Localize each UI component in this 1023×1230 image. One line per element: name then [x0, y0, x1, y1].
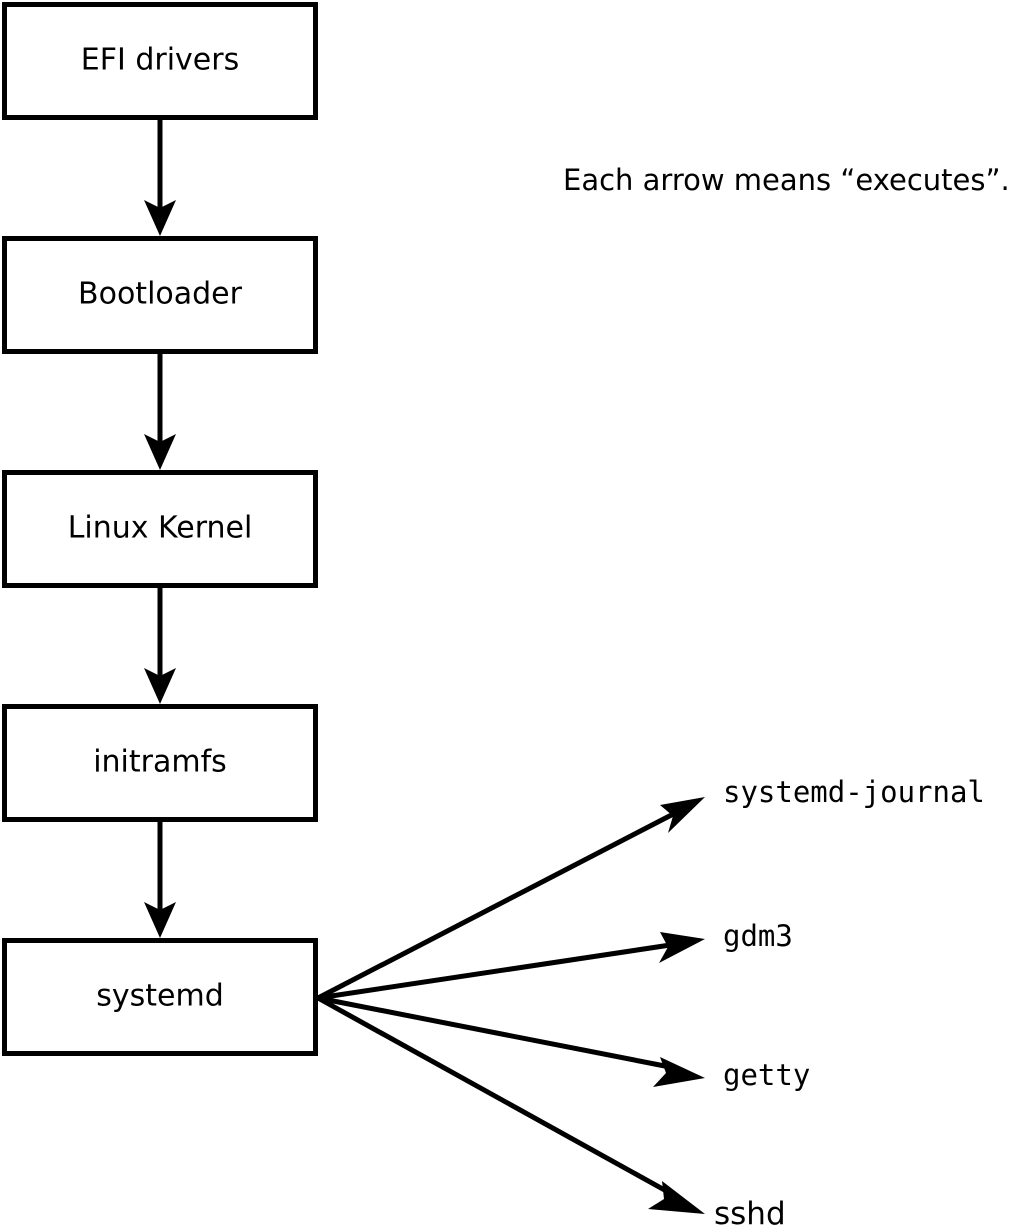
arrow-linux-kernel-to-initramfs — [144, 588, 176, 704]
process-box-initramfs[interactable]: initramfs — [2, 704, 318, 822]
box-outline — [2, 704, 318, 822]
box-label: Bootloader — [78, 277, 243, 312]
process-box-bootloader[interactable]: Bootloader — [2, 236, 318, 354]
child-label-gdm3: gdm3 — [723, 919, 793, 953]
arrow-head — [144, 434, 176, 470]
arrow-shaft — [317, 941, 678, 1001]
diagram-caption: Each arrow means “executes”. — [563, 163, 1010, 197]
box-label: EFI drivers — [81, 43, 239, 78]
arrow-head — [144, 200, 176, 236]
arrow-shaft — [317, 995, 676, 1071]
arrow-systemd-to-systemd-journal — [316, 797, 705, 1001]
box-label: Linux Kernel — [68, 511, 253, 546]
arrow-systemd-to-getty — [317, 995, 705, 1087]
box-outline — [2, 938, 318, 1056]
arrow-shaft — [316, 995, 681, 1201]
child-label-getty: getty — [723, 1058, 810, 1092]
arrow-systemd-to-gdm3 — [317, 932, 705, 1001]
arrow-head — [659, 932, 705, 963]
child-label-sshd: sshd — [714, 1196, 786, 1230]
process-box-efi-drivers[interactable]: EFI drivers — [2, 2, 318, 120]
arrow-initramfs-to-systemd — [144, 822, 176, 938]
box-label: systemd — [96, 979, 224, 1014]
arrow-bootloader-to-linux-kernel — [144, 354, 176, 470]
arrow-head — [144, 902, 176, 938]
arrow-systemd-to-sshd — [316, 995, 705, 1214]
arrow-efi-drivers-to-bootloader — [144, 120, 176, 236]
arrow-head — [144, 668, 176, 704]
child-label-systemd-journal: systemd-journal — [723, 775, 985, 809]
arrow-head — [660, 797, 705, 833]
process-box-linux-kernel[interactable]: Linux Kernel — [2, 470, 318, 588]
arrow-head — [653, 1057, 705, 1087]
box-outline — [2, 470, 318, 588]
box-outline — [2, 2, 318, 120]
box-outline — [2, 236, 318, 354]
arrow-shaft — [316, 806, 685, 1001]
box-label: initramfs — [93, 745, 227, 780]
process-box-systemd[interactable]: systemd — [2, 938, 318, 1056]
arrow-head — [648, 1181, 705, 1214]
